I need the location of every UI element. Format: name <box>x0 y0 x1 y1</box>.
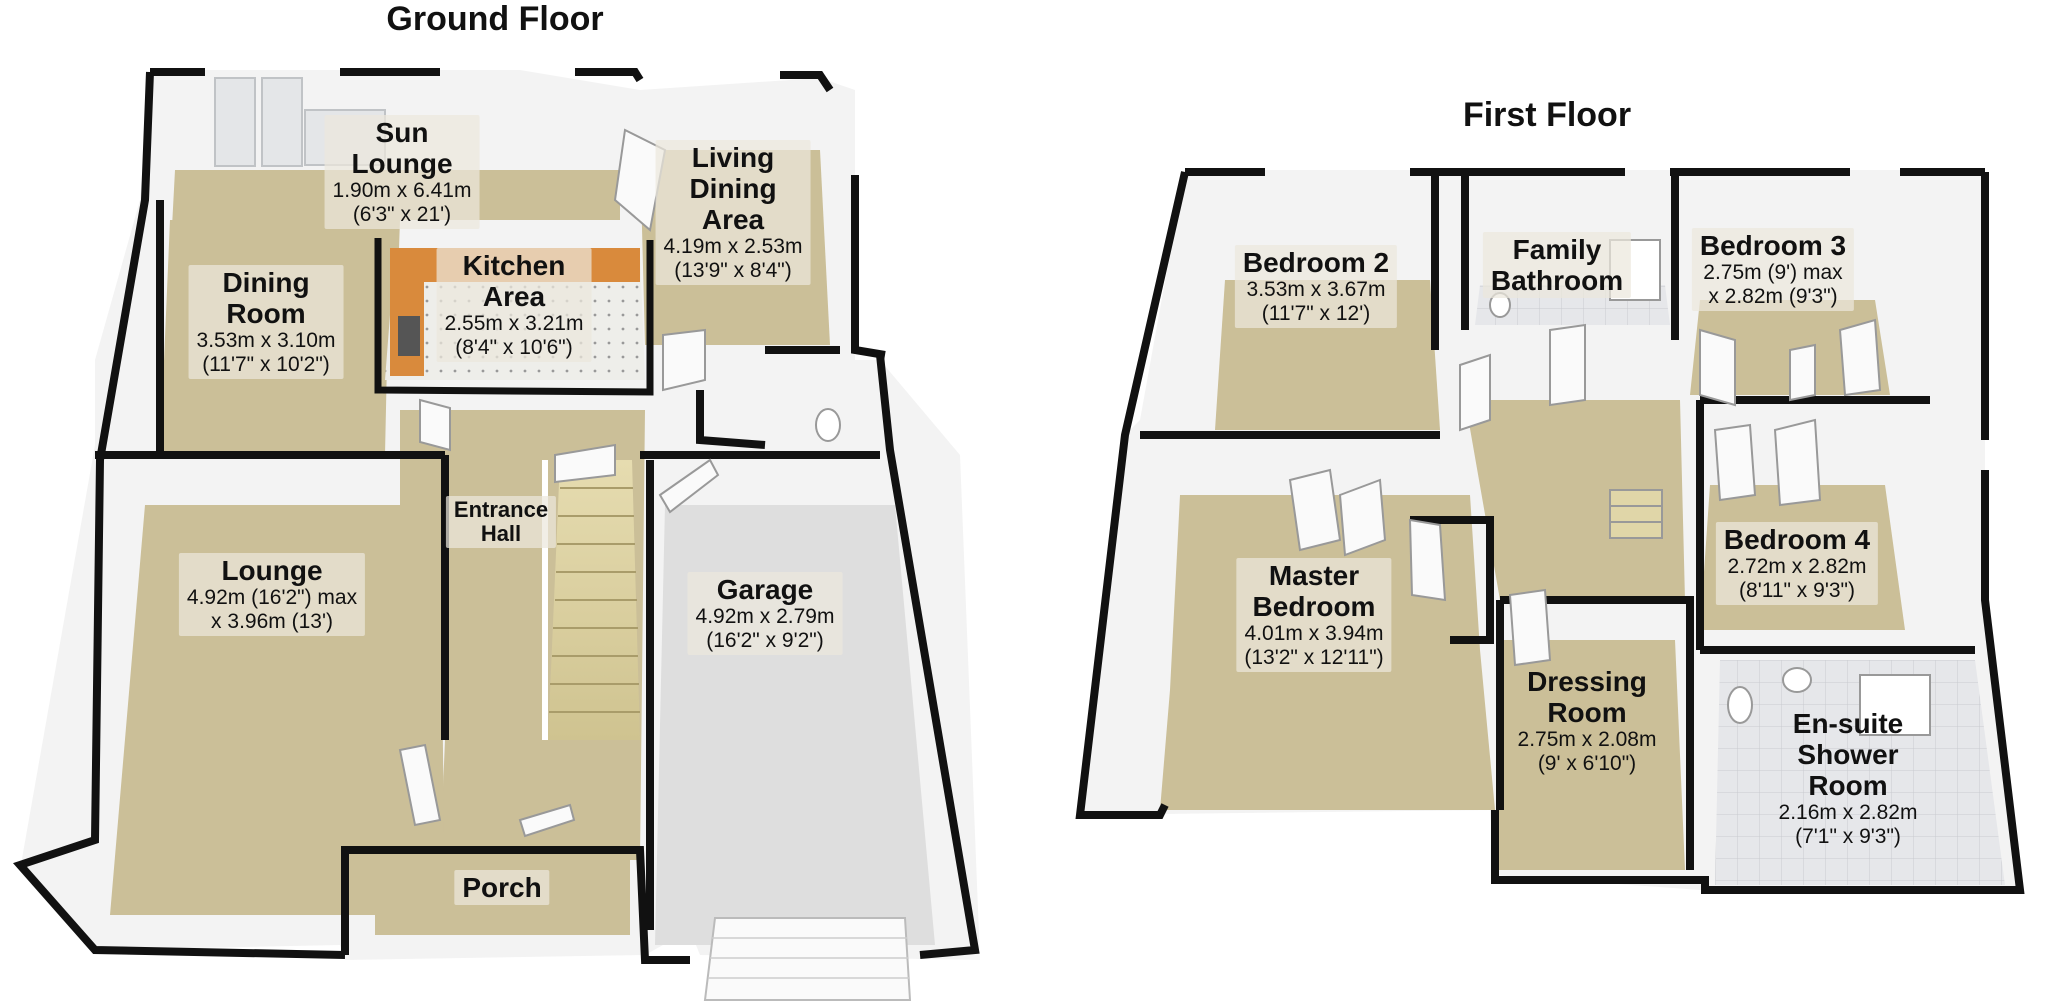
lounge-label: Lounge 4.92m (16'2") max x 3.96m (13') <box>178 553 366 636</box>
room-name: Bedroom 4 <box>1723 524 1871 555</box>
dressing-room-label: Dressing Room 2.75m x 2.08m (9' x 6'10") <box>1510 664 1665 778</box>
landing-stairs <box>1609 489 1663 539</box>
dining-room-label: Dining Room 3.53m x 3.10m (11'7" x 10'2"… <box>188 265 344 379</box>
room-name: Entrance <box>453 497 549 522</box>
living-dining-label: Living Dining Area 4.19m x 2.53m (13'9" … <box>655 140 811 285</box>
garage-label: Garage 4.92m x 2.79m (16'2" x 9'2") <box>687 572 843 655</box>
room-name: En-suite <box>1792 708 1904 739</box>
kitchen-label: Kitchen Area 2.55m x 3.21m (8'4" x 10'6"… <box>436 248 592 362</box>
landing-floor <box>1465 400 1685 600</box>
room-dimensions: 2.16m x 2.82m <box>1778 801 1918 824</box>
room-dimensions-imperial: (6'3" x 21') <box>352 203 452 226</box>
ground-floor-title: Ground Floor <box>386 0 604 38</box>
room-name: Family <box>1512 234 1602 265</box>
room-dimensions-max: x 2.82m (9'3") <box>1708 285 1838 308</box>
room-name: Room <box>1547 697 1627 728</box>
room-name: Bedroom 3 <box>1699 230 1847 261</box>
toilet-icon <box>815 408 841 442</box>
room-dimensions-max: x 3.96m (13') <box>211 610 333 633</box>
room-dimensions-imperial: (16'2" x 9'2") <box>706 629 824 652</box>
room-name: Room <box>226 298 306 329</box>
garage-floor <box>655 505 935 945</box>
room-name: Lounge <box>221 555 323 586</box>
room-name: Dining <box>689 173 777 204</box>
room-name: Bedroom <box>1252 591 1376 622</box>
bedroom3-label: Bedroom 3 2.75m (9') max x 2.82m (9'3") <box>1691 228 1855 311</box>
room-dimensions: 2.72m x 2.82m <box>1727 555 1867 578</box>
bedroom2-label: Bedroom 2 3.53m x 3.67m (11'7" x 12') <box>1234 245 1398 328</box>
room-name: Hall <box>480 521 522 546</box>
room-name: Shower <box>1797 739 1899 770</box>
room-dimensions-imperial: (7'1" x 9'3") <box>1795 825 1901 848</box>
room-dimensions: 4.01m x 3.94m <box>1244 622 1384 645</box>
sun-lounge-label: Sun Lounge 1.90m x 6.41m (6'3" x 21') <box>324 115 480 229</box>
room-dimensions-imperial: (11'7" x 12') <box>1261 302 1371 325</box>
room-dimensions-imperial: (11'7" x 10'2") <box>202 353 330 376</box>
ensuite-label: En-suite Shower Room 2.16m x 2.82m (7'1"… <box>1771 706 1926 851</box>
room-dimensions: 4.19m x 2.53m <box>663 235 803 258</box>
room-dimensions: 4.92m x 2.79m <box>695 605 835 628</box>
dressing-room-floor <box>1495 640 1685 870</box>
ensuite-floor <box>1715 660 2005 885</box>
entrance-hall-label: Entrance Hall <box>445 496 557 548</box>
room-name: Area <box>482 281 546 312</box>
master-bedroom-label: Master Bedroom 4.01m x 3.94m (13'2" x 12… <box>1236 558 1392 672</box>
bedroom3-floor <box>1690 300 1890 395</box>
room-name: Area <box>701 204 765 235</box>
stairs <box>542 460 640 740</box>
room-name: Master <box>1268 560 1360 591</box>
room-name: Kitchen <box>462 250 566 281</box>
room-dimensions-imperial: (13'9" x 8'4") <box>674 259 792 282</box>
garage-door <box>703 917 912 1001</box>
room-name: Bathroom <box>1490 265 1624 296</box>
room-name: Garage <box>716 574 814 605</box>
room-dimensions: 2.75m (9') max <box>1703 261 1843 284</box>
room-name: Porch <box>462 872 542 903</box>
first-doors <box>1288 318 1882 667</box>
room-name: Living <box>691 142 775 173</box>
room-name: Sun <box>375 117 429 148</box>
kitchen-counter-side <box>390 248 424 376</box>
room-dimensions: 2.55m x 3.21m <box>444 312 584 335</box>
room-dimensions-imperial: (8'11" x 9'3") <box>1739 579 1855 602</box>
room-name: Dining <box>222 267 310 298</box>
room-name: Bedroom 2 <box>1242 247 1390 278</box>
room-dimensions-imperial: (13'2" x 12'11") <box>1244 646 1384 669</box>
room-dimensions: 1.90m x 6.41m <box>332 179 472 202</box>
family-bathroom-label: Family Bathroom <box>1482 232 1632 298</box>
room-name: Dressing <box>1527 666 1647 697</box>
first-floor-title: First Floor <box>1462 96 1632 134</box>
bedroom4-label: Bedroom 4 2.72m x 2.82m (8'11" x 9'3") <box>1715 522 1879 605</box>
room-dimensions: 4.92m (16'2") max <box>186 586 358 609</box>
room-dimensions-imperial: (9' x 6'10") <box>1537 752 1637 775</box>
room-name: Lounge <box>351 148 453 179</box>
room-dimensions: 3.53m x 3.10m <box>196 329 336 352</box>
ground-doors <box>398 128 720 838</box>
room-name: Room <box>1808 770 1888 801</box>
room-dimensions: 3.53m x 3.67m <box>1246 278 1386 301</box>
room-dimensions: 2.75m x 2.08m <box>1517 728 1657 751</box>
porch-label: Porch <box>454 870 550 905</box>
room-dimensions-imperial: (8'4" x 10'6") <box>455 336 573 359</box>
